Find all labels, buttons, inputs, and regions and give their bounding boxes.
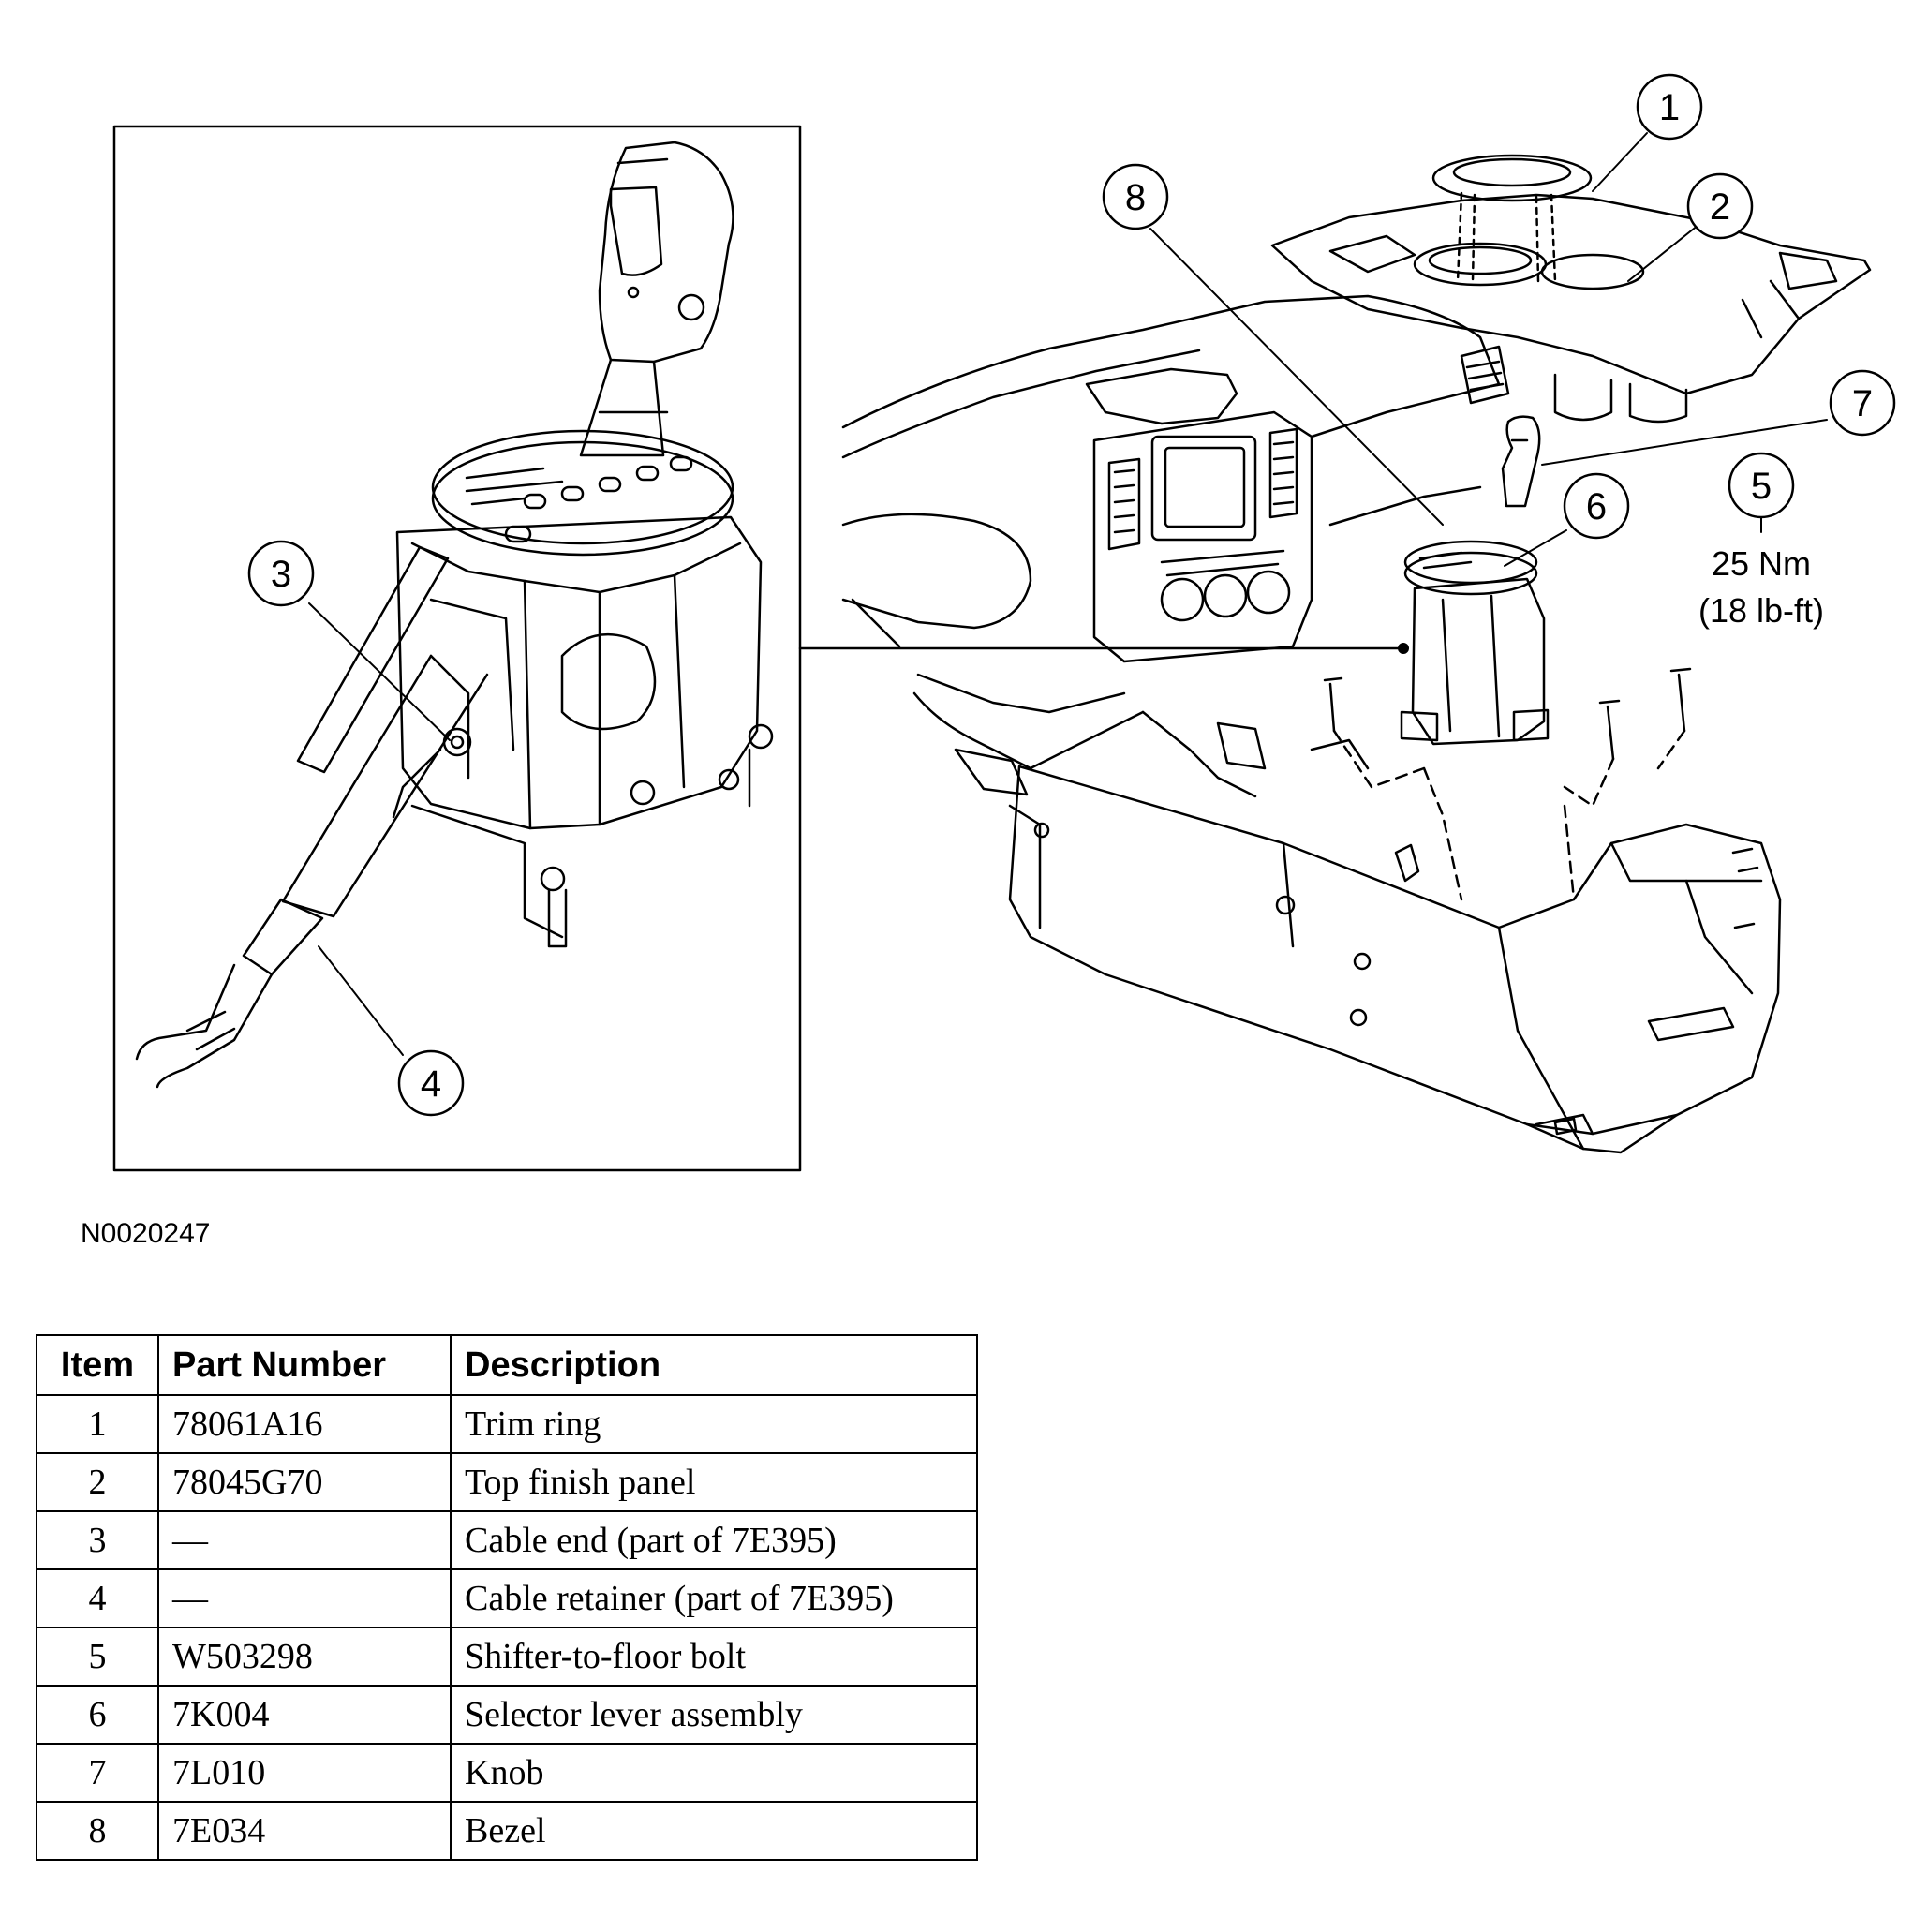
- cell-part-number: 7K004: [157, 1685, 452, 1745]
- cell-item: 3: [36, 1510, 159, 1570]
- main-exploded-view: [841, 154, 1872, 1154]
- cell-description: Selector lever assembly: [450, 1685, 978, 1745]
- cell-part-number: 78045G70: [157, 1452, 452, 1512]
- inset-bezel-plate: [431, 429, 734, 557]
- table-row: 2 78045G70 Top finish panel: [36, 1452, 978, 1512]
- table-row: 6 7K004 Selector lever assembly: [36, 1685, 978, 1745]
- trim-ring: [1431, 154, 1593, 283]
- leader-1: [1592, 132, 1648, 192]
- table-row: 3 — Cable end (part of 7E395): [36, 1510, 978, 1570]
- main-shifter-assembly: [1400, 415, 1550, 746]
- callout-3: 3: [271, 554, 291, 595]
- cell-item: 6: [36, 1685, 159, 1745]
- cell-description: Cable end (part of 7E395): [450, 1510, 978, 1570]
- cell-part-number: 7E034: [157, 1801, 452, 1861]
- torque-nm: 25 Nm: [1712, 544, 1811, 583]
- cell-item: 1: [36, 1394, 159, 1454]
- callout-3-circle: [247, 540, 315, 607]
- callout-5-circle: [1728, 452, 1795, 519]
- cell-item: 5: [36, 1627, 159, 1687]
- floor-console: [916, 673, 1782, 1154]
- callout-1: 1: [1659, 87, 1680, 128]
- leader-6: [1504, 529, 1567, 567]
- table-row: 7 7L010 Knob: [36, 1743, 978, 1803]
- inset-shift-knob: [579, 141, 734, 457]
- leader-3: [308, 602, 451, 741]
- cell-item: 7: [36, 1743, 159, 1803]
- torque-lbft: (18 lb-ft): [1698, 591, 1824, 630]
- callout-6-circle: [1563, 472, 1630, 540]
- leader-lines: [308, 132, 1828, 1056]
- cell-item: 2: [36, 1452, 159, 1512]
- exploded-view-illustration: 1 2 3 4 5 6 7 8 25 Nm (18 lb-ft): [112, 73, 1896, 1172]
- callout-1-circle: [1636, 73, 1703, 141]
- cell-part-number: 7L010: [157, 1743, 452, 1803]
- cell-part-number: W503298: [157, 1627, 452, 1687]
- table-row: 5 W503298 Shifter-to-floor bolt: [36, 1627, 978, 1687]
- callouts: [247, 73, 1896, 1117]
- callout-2-circle: [1686, 172, 1754, 240]
- shifter-bolts: [1323, 667, 1692, 901]
- callout-2: 2: [1710, 186, 1730, 228]
- cell-description: Trim ring: [450, 1394, 978, 1454]
- callout-labels: 1 2 3 4 5 6 7 8 25 Nm (18 lb-ft): [271, 87, 1873, 1105]
- callout-7-circle: [1829, 369, 1896, 437]
- table-row: 4 — Cable retainer (part of 7E395): [36, 1568, 978, 1628]
- table-row: 1 78061A16 Trim ring: [36, 1394, 978, 1454]
- leader-dot: [1398, 643, 1409, 654]
- cell-description: Shifter-to-floor bolt: [450, 1627, 978, 1687]
- leader-2: [1627, 220, 1704, 282]
- table-row: 8 7E034 Bezel: [36, 1801, 978, 1861]
- cell-description: Top finish panel: [450, 1452, 978, 1512]
- cell-item: 4: [36, 1568, 159, 1628]
- inset-cable-bracket: [135, 545, 564, 1089]
- cell-description: Bezel: [450, 1801, 978, 1861]
- leader-7: [1541, 419, 1828, 466]
- table-header-row: Item Part Number Description: [36, 1334, 978, 1396]
- parts-table: Item Part Number Description 1 78061A16 …: [36, 1334, 978, 1861]
- instrument-panel: [841, 294, 1510, 770]
- header-description: Description: [450, 1334, 978, 1396]
- top-finish-panel: [1270, 193, 1872, 424]
- callout-6: 6: [1586, 486, 1607, 528]
- cell-description: Cable retainer (part of 7E395): [450, 1568, 978, 1628]
- callout-5: 5: [1751, 466, 1772, 507]
- cell-part-number: —: [157, 1568, 452, 1628]
- cell-part-number: 78061A16: [157, 1394, 452, 1454]
- detail-inset: [112, 125, 1405, 1172]
- cell-description: Knob: [450, 1743, 978, 1803]
- cell-part-number: —: [157, 1510, 452, 1570]
- callout-4: 4: [421, 1063, 441, 1105]
- callout-8-circle: [1102, 163, 1169, 230]
- inset-shifter-housing: [395, 515, 774, 948]
- header-item: Item: [36, 1334, 159, 1396]
- figure-id: N0020247: [81, 1218, 211, 1249]
- cell-item: 8: [36, 1801, 159, 1861]
- callout-8: 8: [1125, 177, 1146, 218]
- callout-7: 7: [1852, 383, 1873, 424]
- header-part-number: Part Number: [157, 1334, 452, 1396]
- leader-8: [1149, 228, 1444, 526]
- leader-4: [318, 945, 404, 1056]
- callout-4-circle: [397, 1049, 465, 1117]
